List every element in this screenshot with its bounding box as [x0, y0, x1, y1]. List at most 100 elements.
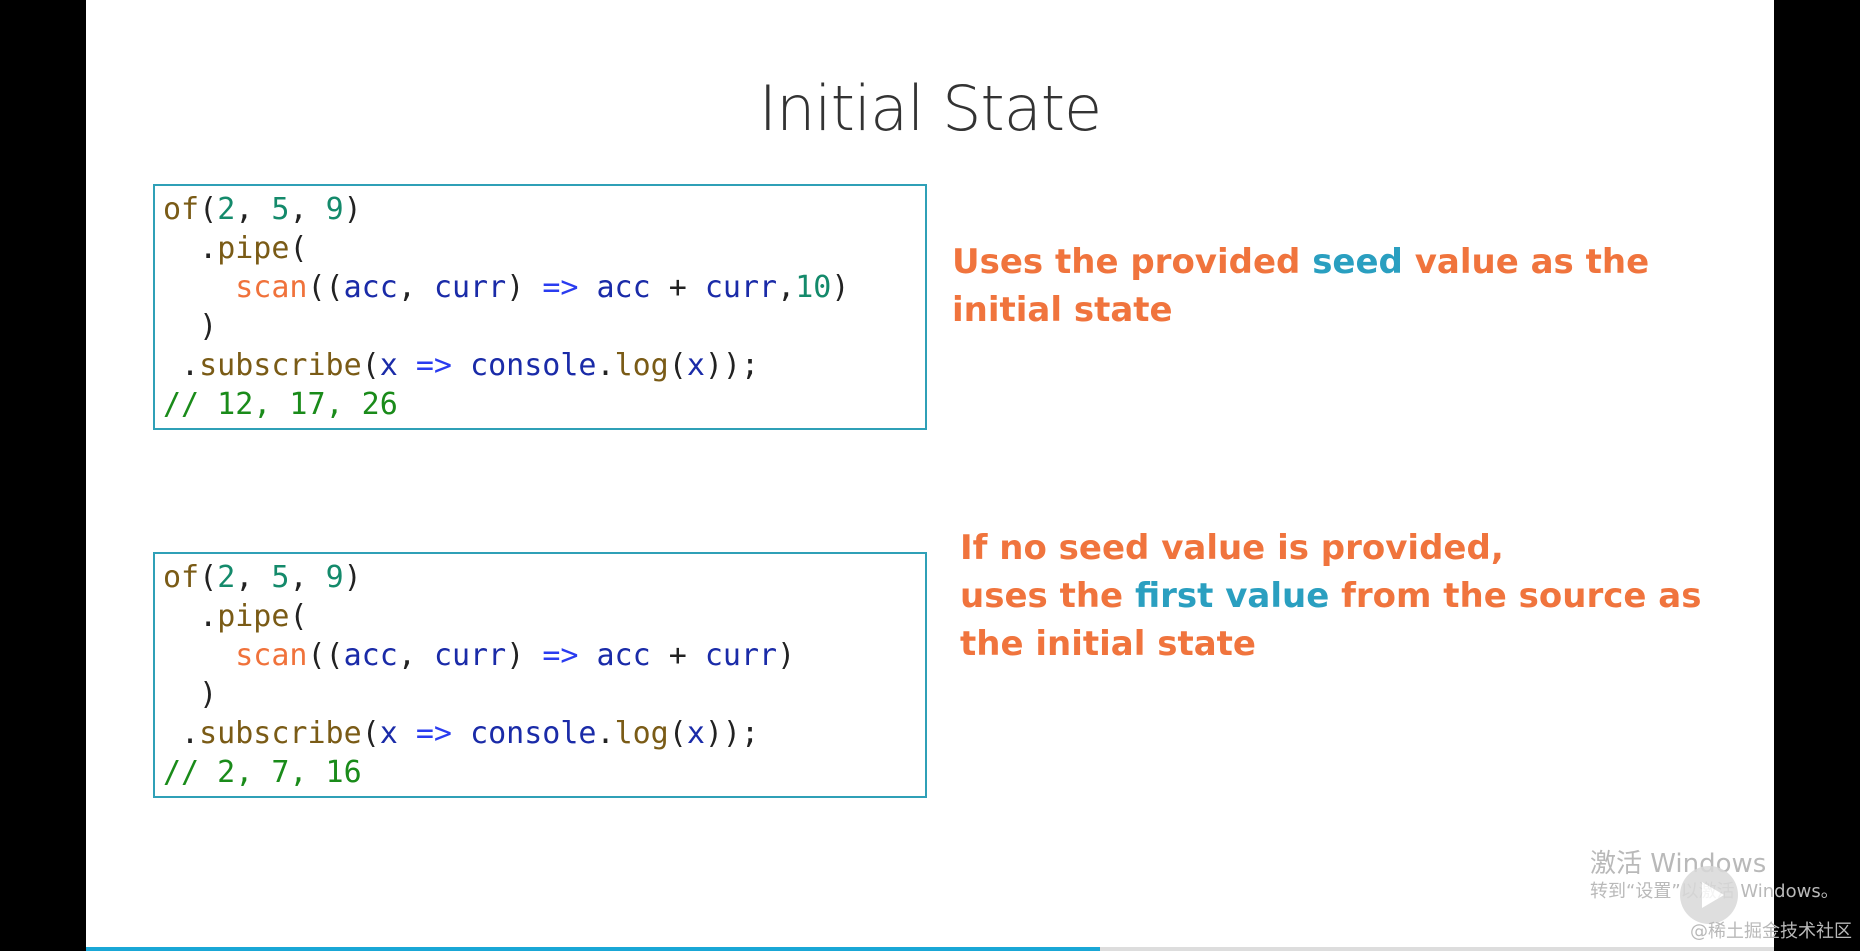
code-token: 9: [325, 560, 344, 595]
code-token: 2: [217, 560, 236, 595]
code-token: ,: [397, 270, 434, 305]
code-token: (: [199, 192, 218, 227]
code-token: // 2, 7, 16: [163, 755, 362, 790]
watermark-title: 激活 Windows: [1590, 849, 1767, 879]
code-token: curr: [704, 638, 778, 673]
code-token: (: [668, 348, 687, 383]
code-token: curr: [433, 270, 507, 305]
highlighted-term: first value: [1134, 576, 1330, 616]
code-token: curr: [433, 638, 507, 673]
code-token: of: [163, 192, 200, 227]
code-token: scan: [235, 270, 308, 305]
code-token: curr: [704, 270, 778, 305]
code-token: ,: [289, 192, 326, 227]
code-token: .: [596, 716, 615, 751]
code-token: ): [343, 560, 362, 595]
code-token: acc: [596, 270, 651, 305]
code-token: (: [361, 348, 380, 383]
code-line: .pipe(: [163, 597, 917, 636]
code-line: .subscribe(x => console.log(x));: [163, 714, 917, 753]
code-example-no-seed: of(2, 5, 9) .pipe( scan((acc, curr) => a…: [153, 552, 927, 798]
code-token: // 12, 17, 26: [163, 387, 398, 422]
code-token: console: [470, 348, 597, 383]
code-token: [163, 270, 235, 305]
slide: Initial State of(2, 5, 9) .pipe( scan((a…: [86, 0, 1774, 951]
code-token: ((: [307, 638, 344, 673]
code-token: +: [650, 638, 705, 673]
code-token: (: [361, 716, 380, 751]
code-token: scan: [235, 638, 308, 673]
code-token: (: [289, 231, 308, 266]
highlighted-term: seed: [1312, 242, 1403, 282]
code-token: ,: [777, 270, 796, 305]
code-token: x: [379, 348, 398, 383]
letterbox-right: [1774, 0, 1860, 951]
description-no-seed-line2: uses the first value from the source as: [960, 572, 1740, 620]
description-text: uses the: [960, 576, 1135, 616]
code-token: subscribe: [199, 348, 362, 383]
code-token: ,: [235, 192, 272, 227]
code-token: console: [470, 716, 597, 751]
code-token: x: [686, 348, 705, 383]
code-token: acc: [596, 638, 651, 673]
description-no-seed: If no seed value is provided, uses the f…: [960, 524, 1740, 668]
code-token: =>: [542, 638, 579, 673]
code-line: of(2, 5, 9): [163, 558, 917, 597]
code-token: [398, 716, 416, 751]
code-example-seed: of(2, 5, 9) .pipe( scan((acc, curr) => a…: [153, 184, 927, 430]
code-token: ));: [704, 348, 760, 383]
code-token: 2: [217, 192, 236, 227]
code-token: [578, 638, 596, 673]
code-token: .: [596, 348, 615, 383]
code-token: pipe: [217, 231, 290, 266]
code-token: .: [163, 348, 200, 383]
code-token: ,: [235, 560, 272, 595]
code-token: 5: [271, 192, 290, 227]
code-line: ): [163, 675, 917, 714]
code-token: of: [163, 560, 200, 595]
code-token: x: [686, 716, 705, 751]
site-watermark: @稀土掘金技术社区: [1690, 921, 1852, 942]
code-token: 10: [795, 270, 832, 305]
play-icon[interactable]: [1680, 866, 1738, 924]
code-token: ): [163, 677, 218, 712]
code-token: ): [506, 638, 543, 673]
slide-title: Initial State: [758, 72, 1102, 145]
code-token: .: [163, 599, 218, 634]
code-token: x: [379, 716, 398, 751]
code-line: // 2, 7, 16: [163, 753, 917, 792]
code-token: [452, 716, 470, 751]
code-token: [578, 270, 596, 305]
code-token: ): [777, 638, 796, 673]
code-line: // 12, 17, 26: [163, 385, 917, 424]
code-token: (: [289, 599, 308, 634]
code-token: acc: [343, 270, 398, 305]
code-token: pipe: [217, 599, 290, 634]
code-token: [452, 348, 470, 383]
code-line: .subscribe(x => console.log(x));: [163, 346, 917, 385]
code-line: of(2, 5, 9): [163, 190, 917, 229]
video-progress-bar[interactable]: [86, 947, 1774, 951]
code-token: .: [163, 231, 218, 266]
code-token: [398, 348, 416, 383]
code-token: [163, 638, 235, 673]
code-token: log: [614, 348, 669, 383]
code-token: ): [343, 192, 362, 227]
code-line: .pipe(: [163, 229, 917, 268]
description-seed: Uses the provided seed value as the init…: [952, 238, 1692, 334]
code-token: =>: [415, 716, 452, 751]
description-text: Uses the provided: [952, 242, 1313, 282]
code-token: ): [163, 309, 218, 344]
description-no-seed-line1: If no seed value is provided,: [960, 528, 1504, 568]
code-token: +: [650, 270, 705, 305]
code-line: ): [163, 307, 917, 346]
code-token: ): [831, 270, 850, 305]
code-token: ));: [704, 716, 760, 751]
code-token: ): [506, 270, 543, 305]
code-token: ,: [397, 638, 434, 673]
code-token: 5: [271, 560, 290, 595]
description-text: from the source as: [1329, 576, 1702, 616]
code-line: scan((acc, curr) => acc + curr): [163, 636, 917, 675]
code-token: log: [614, 716, 669, 751]
code-token: (: [199, 560, 218, 595]
